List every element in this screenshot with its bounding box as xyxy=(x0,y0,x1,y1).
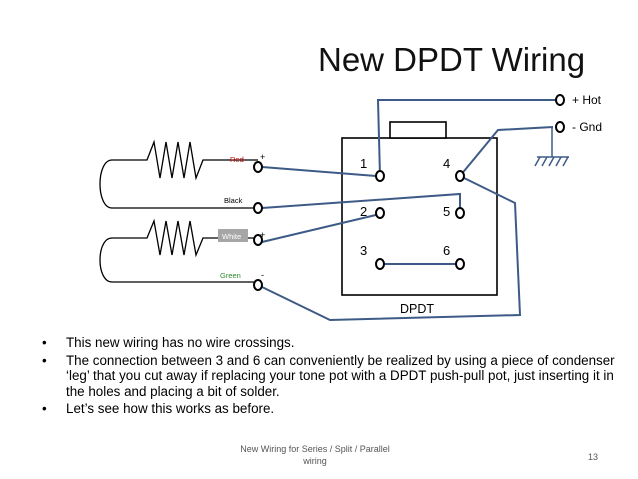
output-label-hot: + Hot xyxy=(572,93,602,107)
page-number: 13 xyxy=(588,452,599,462)
bullet-item: This new wiring has no wire crossings. xyxy=(42,335,632,351)
wire-label-plus-top: + xyxy=(260,152,265,162)
dpdt-switch-lever xyxy=(389,121,447,139)
wire-hot xyxy=(376,99,560,177)
wire-label-black: Black xyxy=(224,196,243,205)
wire-label-white: White xyxy=(222,232,241,241)
output-terminal-gnd xyxy=(555,121,565,133)
output-label-gnd: - Gnd xyxy=(572,120,602,134)
terminal-label-6: 6 xyxy=(443,243,450,258)
output-terminal-hot xyxy=(555,94,565,106)
switch-label: DPDT xyxy=(400,302,434,316)
wire-red-to-1 xyxy=(261,166,377,177)
bullet-list: This new wiring has no wire crossings. T… xyxy=(42,335,632,419)
pickup-terminal-green xyxy=(253,279,263,291)
wire-label-plus-bottom: + xyxy=(260,230,265,240)
wire-black-to-5 xyxy=(261,192,461,213)
terminal-label-2: 2 xyxy=(360,204,367,219)
pickup-terminal-red xyxy=(253,161,263,173)
terminal-label-1: 1 xyxy=(360,156,367,171)
slide-title: New DPDT Wiring xyxy=(318,41,586,78)
wire-label-white-bg xyxy=(218,229,248,242)
wire-label-green: Green xyxy=(220,271,241,280)
terminal-1 xyxy=(375,170,385,182)
terminals xyxy=(253,94,565,291)
terminal-4 xyxy=(455,170,465,182)
wire-white-to-2 xyxy=(261,213,381,243)
wire-green-to-4 xyxy=(261,175,522,322)
pickup-coil-bottom xyxy=(99,218,258,283)
terminal-6 xyxy=(455,258,465,270)
terminal-5 xyxy=(455,207,465,219)
pickup-terminal-black xyxy=(253,202,263,214)
wires xyxy=(261,99,560,322)
pickup-coil-top xyxy=(99,139,258,209)
slide-footer: New Wiring for Series / Split / Parallel… xyxy=(240,444,390,466)
ground-icon xyxy=(534,127,569,167)
terminal-label-3: 3 xyxy=(360,243,367,258)
pickup-terminal-white xyxy=(253,234,263,246)
wire-label-red: Red xyxy=(230,155,244,164)
terminal-3 xyxy=(375,258,385,270)
terminal-2 xyxy=(375,207,385,219)
bullet-item: The connection between 3 and 6 can conve… xyxy=(42,353,632,400)
dpdt-switch-body xyxy=(341,137,498,296)
wire-label-minus: - xyxy=(261,270,264,280)
terminal-label-4: 4 xyxy=(443,156,450,171)
wire-gnd xyxy=(459,126,554,177)
terminal-label-5: 5 xyxy=(443,204,450,219)
bullet-item: Let’s see how this works as before. xyxy=(42,401,632,417)
